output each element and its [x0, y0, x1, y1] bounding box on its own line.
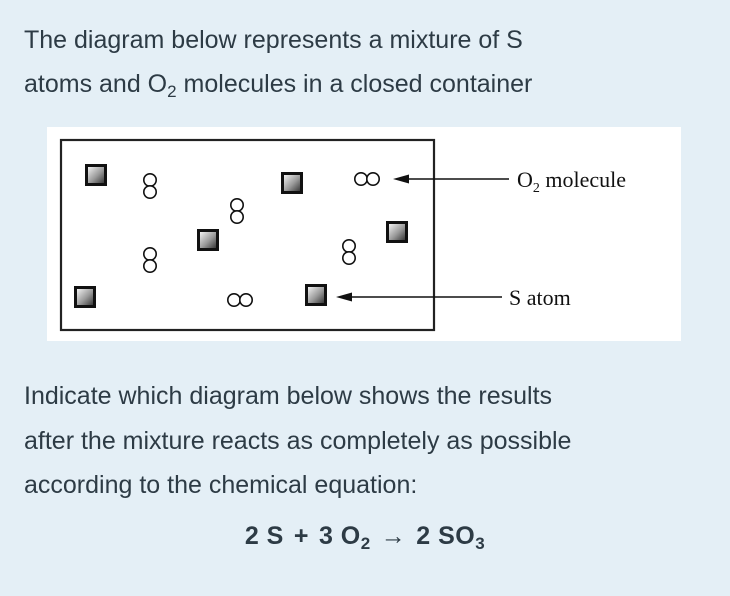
- equation-product-so3: 2 SO3: [416, 522, 486, 553]
- intro-line-1: The diagram below represents a mixture o…: [24, 26, 523, 54]
- intro-text: The diagram below represents a mixture o…: [24, 18, 714, 106]
- mixture-diagram: O2 molecule S atom: [47, 127, 681, 341]
- s-atom: [197, 229, 219, 251]
- s-pointer-arrowhead: [336, 292, 352, 302]
- equation-reactant-o2: 3 O2: [318, 522, 371, 553]
- o2-molecule: [353, 172, 381, 186]
- o2-pointer-arrowhead: [393, 174, 409, 184]
- question-text: Indicate which diagram below shows the r…: [24, 374, 714, 508]
- reaction-arrow-icon: →: [380, 522, 407, 550]
- o2-molecule: [143, 247, 157, 274]
- equation-plus: +: [293, 522, 309, 550]
- chemical-equation: 2 S +3 O2 → 2 SO3: [0, 522, 730, 553]
- container-box: [59, 138, 436, 332]
- mixture-diagram-svg: O2 molecule S atom: [59, 138, 626, 332]
- o2-label: O2 molecule: [517, 167, 626, 196]
- o2-molecule: [341, 239, 357, 266]
- s-atom: [74, 286, 96, 308]
- question-line-3: according to the chemical equation:: [24, 471, 418, 499]
- equation-reactant-s: 2 S: [244, 522, 284, 550]
- s-label: S atom: [509, 285, 571, 310]
- question-line-2: after the mixture reacts as completely a…: [24, 426, 572, 455]
- o2-molecule: [230, 198, 244, 224]
- s-atom: [281, 172, 303, 194]
- s-atom: [85, 164, 107, 186]
- o2-molecule: [227, 292, 253, 308]
- o2-molecule: [143, 173, 157, 199]
- s-atom: [386, 221, 408, 243]
- s-atom: [305, 284, 327, 306]
- question-line-1: Indicate which diagram below shows the r…: [24, 382, 553, 410]
- intro-line-2: atoms and O2 molecules in a closed conta…: [24, 70, 533, 101]
